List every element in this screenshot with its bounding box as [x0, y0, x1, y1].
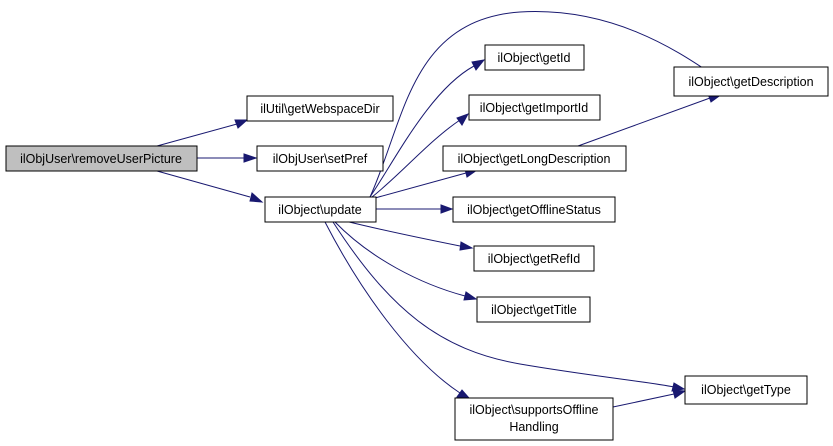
arrowhead-supportsOfflineHandling [456, 389, 471, 399]
node-getLongDescription-label: ilObject\getLongDescription [458, 152, 611, 166]
node-supportsOfflineHandling-box [454, 397, 614, 441]
node-getLongDescription[interactable]: ilObject\getLongDescription [442, 145, 627, 172]
node-getId[interactable]: ilObject\getId [484, 44, 585, 71]
node-getImportId[interactable]: ilObject\getImportId [468, 94, 601, 121]
edge-update-getLongDescription [374, 172, 467, 199]
arrowhead-getImportId [456, 113, 470, 126]
node-getRefId-label: ilObject\getRefId [488, 252, 580, 266]
edge-update-getId [369, 65, 475, 198]
edges [156, 11, 729, 408]
node-getTitle-label: ilObject\getTitle [491, 303, 577, 317]
arrowhead-getTitle [463, 291, 478, 301]
node-supportsOfflineHandling-label-line2: Handling [509, 420, 558, 434]
node-getWebspaceDir[interactable]: ilUtil\getWebspaceDir [246, 95, 394, 122]
node-setPref-label: ilObjUser\setPref [273, 152, 368, 166]
node-removeUserPicture[interactable]: ilObjUser\removeUserPicture [5, 145, 198, 172]
node-supportsOfflineHandling[interactable]: ilObject\supportsOffline Handling [454, 397, 614, 441]
edge-update-getType [332, 221, 675, 388]
edge-update-getDescription [369, 11, 719, 198]
node-getDescription-label: ilObject\getDescription [688, 75, 813, 89]
node-getRefId[interactable]: ilObject\getRefId [473, 245, 595, 272]
node-getDescription-box [673, 66, 829, 97]
edge-update-getTitle [334, 221, 466, 297]
arrowhead-getWebspaceDir [234, 119, 249, 129]
edge-update-supportsOfflineHandling [324, 221, 461, 394]
node-getOfflineStatus-label: ilObject\getOfflineStatus [467, 203, 601, 217]
arrowhead-getRefId [459, 241, 474, 251]
node-getOfflineStatus[interactable]: ilObject\getOfflineStatus [452, 196, 616, 223]
node-getWebspaceDir-label: ilUtil\getWebspaceDir [260, 102, 379, 116]
edge-update-getImportId [371, 119, 461, 198]
node-update-box [264, 196, 377, 223]
node-getOfflineStatus-box [452, 196, 616, 223]
node-getType-label: ilObject\getType [701, 383, 791, 397]
node-removeUserPicture-label: ilObjUser\removeUserPicture [20, 152, 182, 166]
node-getRefId-box [473, 245, 595, 272]
edge-supportsOfflineHandling-getType [612, 393, 675, 408]
node-update-label: ilObject\update [278, 203, 361, 217]
node-getId-label: ilObject\getId [498, 51, 571, 65]
node-setPref[interactable]: ilObjUser\setPref [256, 145, 384, 172]
node-getTitle-box [476, 296, 591, 323]
node-getId-box [484, 44, 585, 71]
nodes: ilObjUser\removeUserPicture ilUtil\getWe… [5, 44, 829, 441]
arrowhead-setPref [243, 153, 258, 163]
node-getTitle[interactable]: ilObject\getTitle [476, 296, 591, 323]
node-getType[interactable]: ilObject\getType [684, 375, 808, 405]
node-getDescription[interactable]: ilObject\getDescription [673, 66, 829, 97]
node-getType-box [684, 375, 808, 405]
edge-update-getRefId [344, 220, 461, 247]
node-update[interactable]: ilObject\update [264, 196, 377, 223]
node-supportsOfflineHandling-label-line1: ilObject\supportsOffline [470, 403, 599, 417]
node-removeUserPicture-box [5, 145, 198, 172]
arrowhead-update [249, 192, 264, 203]
node-getWebspaceDir-box [246, 95, 394, 122]
node-getLongDescription-box [442, 145, 627, 172]
edge-longDescription-getDescription [577, 97, 711, 147]
edge-removeUserPicture-getWebspaceDir [156, 123, 238, 147]
arrowhead-getOfflineStatus [440, 204, 454, 214]
node-getImportId-box [468, 94, 601, 121]
node-setPref-box [256, 145, 384, 172]
edge-removeUserPicture-update [156, 170, 251, 198]
arrowhead-getType-from-supports [672, 389, 687, 399]
node-getImportId-label: ilObject\getImportId [480, 101, 588, 115]
arrowhead-getId [471, 59, 486, 71]
